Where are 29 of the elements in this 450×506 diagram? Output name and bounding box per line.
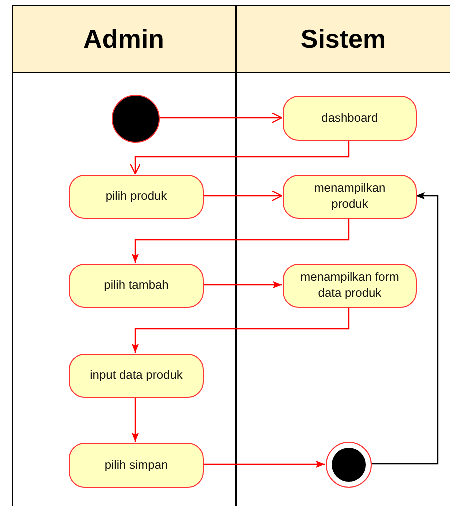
arrow: [203, 281, 282, 289]
activity-label: menampilkan form data produk: [300, 270, 400, 302]
arrow: [132, 307, 350, 353]
lane-header: Admin: [13, 6, 235, 73]
activity-label: input data produk: [90, 368, 183, 384]
activity-box: [283, 96, 417, 141]
activity-label: pilih simpan: [104, 458, 168, 474]
activity-box: [69, 175, 204, 219]
activity-label: pilih tambah: [104, 278, 169, 294]
activity-box: [69, 443, 204, 488]
activity-label: menampilkan produk: [313, 181, 387, 213]
arrow: [159, 112, 283, 124]
end-node: [326, 442, 372, 488]
activity-label: pilih produk: [106, 189, 168, 205]
swimlane: [236, 5, 450, 506]
swimlane: [12, 5, 236, 506]
arrow: [132, 218, 350, 263]
start-node: [112, 95, 160, 143]
activity-box: [69, 354, 204, 398]
arrow: [130, 140, 350, 175]
lane-header: Sistem: [237, 6, 450, 73]
arrow: [132, 397, 140, 442]
activity-box: [69, 264, 204, 308]
arrow: [203, 460, 325, 468]
arrow: [203, 190, 283, 202]
activity-box: [283, 175, 417, 219]
activity-box: [283, 264, 417, 308]
arrow: [371, 192, 439, 465]
activity-label: dashboard: [322, 110, 378, 126]
